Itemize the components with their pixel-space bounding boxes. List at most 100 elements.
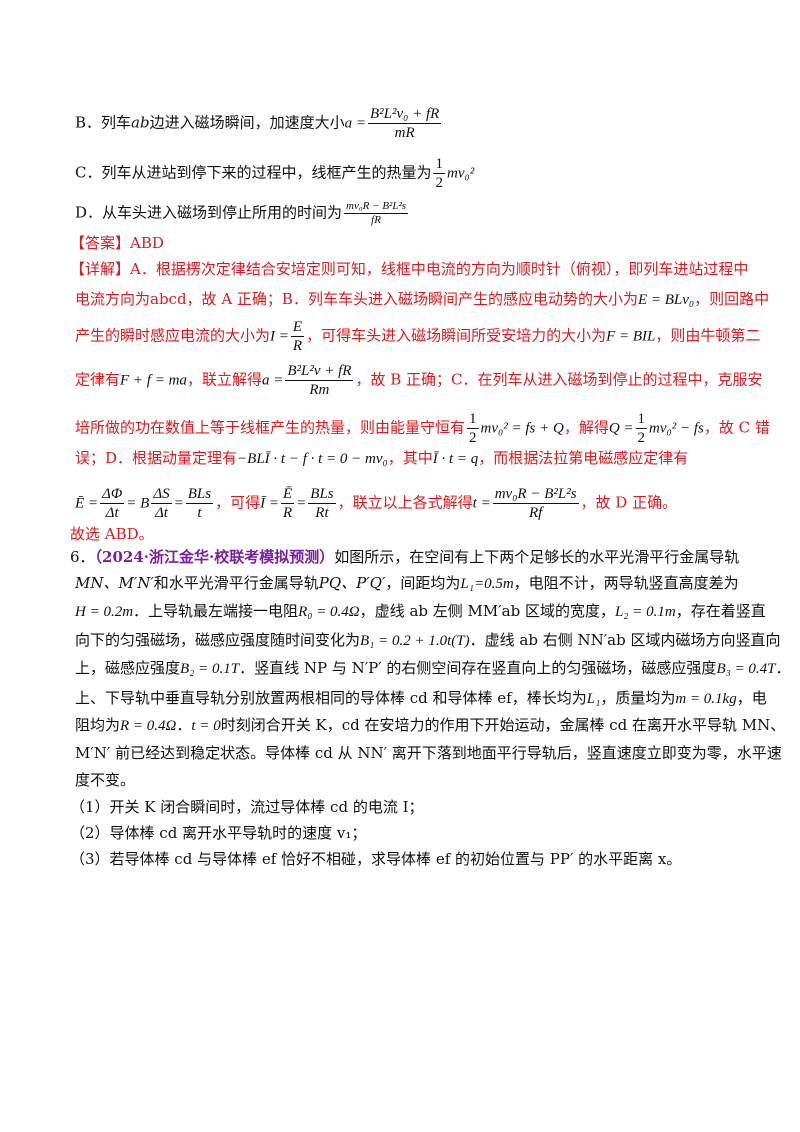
- problem6-question-1: （1）开关 K 闭合瞬间时，流过导体棒 cd 的电流 I；: [70, 796, 424, 818]
- option-b-label: B．列车: [75, 113, 132, 132]
- problem6-p2d: ，间距均为: [385, 574, 461, 592]
- detail-charge: Ī · t = q: [432, 451, 479, 467]
- detail-l4-den: Rm: [309, 382, 330, 398]
- option-b-text: 边进入磁场瞬间，加速度大小: [149, 113, 345, 132]
- problem6-t0: t = 0: [191, 718, 221, 734]
- detail-newton: F + f = ma: [120, 372, 187, 389]
- detail-eq2: =: [296, 495, 307, 512]
- detail-l2c: ，则回路中: [694, 290, 770, 308]
- detail-f5-den: Rt: [315, 505, 329, 521]
- problem6-R0: R₀ = 0.4Ω: [298, 604, 360, 620]
- option-b-ab: ab: [131, 113, 150, 132]
- problem6-line-7: 阻均为R = 0.4Ω．t = 0时刻闭合开关 K，cd 在安培力的作用下开始运…: [75, 714, 785, 737]
- option-d-den: fR: [371, 214, 381, 226]
- problem6-p7a: 阻均为: [75, 716, 121, 734]
- problem6-p2b: 和水平光滑平行金属导轨: [153, 574, 319, 592]
- problem6-p1: 如图所示，在空间有上下两个足够长的水平光滑平行金属导轨: [334, 548, 740, 566]
- detail-emf: E = BLv₀: [637, 292, 695, 308]
- option-b-a: a =: [344, 115, 366, 132]
- problem6-line-2: MN、M′N′和水平光滑平行金属导轨PQ、P′Q′，间距均为L₁=0.5m，电阻…: [75, 572, 739, 595]
- detail-l5f: ，故 C 错: [703, 418, 770, 437]
- problem6-p3d: ，虚线 ab 左侧 MM′ab 区域的宽度，: [359, 602, 615, 620]
- detail-l6a: 误；D．根据动量定理有: [75, 449, 238, 467]
- detail-l3a: 产生的瞬时感应电流的大小为: [75, 326, 271, 345]
- problem6-p5e: ．: [775, 659, 791, 677]
- problem6-B3: B₃ = 0.4T: [716, 661, 776, 677]
- problem6-line-6: 上、下导轨中垂直导轨分别放置两根相同的导体棒 cd 和导体棒 ef，棒长均为L₁…: [75, 687, 767, 710]
- problem6-number: 6．: [70, 548, 95, 566]
- problem6-m: m = 0.1kg: [675, 691, 737, 707]
- detail-l7d: ，可得: [215, 493, 261, 512]
- problem6-line-1: 6．（2024·浙江金华·校联考模拟预测）如图所示，在空间有上下两个足够长的水平…: [70, 546, 739, 568]
- detail-f3-num: BLs: [185, 486, 214, 504]
- detail-f6-den: Rf: [528, 505, 543, 521]
- option-d-label: D．从车头进入磁场到停止所用的时间为: [75, 203, 343, 222]
- problem6-p6c: ，质量均为: [600, 689, 676, 707]
- detail-F: F = BIL: [606, 328, 656, 345]
- detail-l4-num: B²L²v + fR: [285, 363, 354, 381]
- problem6-p2c: PQ、P′Q′: [318, 574, 386, 592]
- detail-l7i: ，故 D 正确。: [580, 493, 678, 512]
- detail-Ebar: Ē =: [75, 495, 99, 512]
- answer-line: 【答案】ABD: [70, 232, 164, 254]
- detail-f1-den: Δt: [105, 505, 119, 521]
- detail-l4a: 定律有: [75, 370, 121, 389]
- problem6-p8: M′N′ 前已经达到稳定状态。导体棒 cd 从 NN′ 离开下落到地面平行导轨后…: [75, 744, 782, 762]
- option-c-expr: mv₀²: [446, 165, 475, 182]
- detail-l5a: 培所做的功在数值上等于线框产生的热量，则由能量守恒有: [75, 418, 466, 437]
- problem6-line-8: M′N′ 前已经达到稳定状态。导体棒 cd 从 NN′ 离开下落到地面平行导轨后…: [75, 742, 782, 764]
- problem6-q3: （3）若导体棒 cd 与导体棒 ef 恰好不相碰，求导体棒 ef 的初始位置与 …: [70, 850, 682, 868]
- detail-l7g: ，联立以上各式解得: [337, 493, 473, 512]
- detail-line-6: 误；D．根据动量定理有−BLĪ · t − f · t = 0 − mv₀，其中…: [75, 447, 688, 470]
- answer-value: ABD: [130, 234, 164, 252]
- detail-line-2: 电流方向为abcd，故 A 正确；B．列车车头进入磁场瞬间产生的感应电动势的大小…: [75, 288, 769, 311]
- detail-l3-num: E: [290, 319, 305, 337]
- option-d-num: mv₀R − B²L²s: [344, 200, 409, 214]
- problem6-question-3: （3）若导体棒 cd 与导体棒 ef 恰好不相碰，求导体棒 ef 的初始位置与 …: [70, 848, 681, 870]
- problem6-p6a: 上、下导轨中垂直导轨分别放置两根相同的导体棒 cd 和导体棒 ef，棒长均为: [75, 689, 587, 707]
- problem6-p5c: ．竖直线 NP 与 N′P′ 的右侧空间存在竖直向上的匀强磁场，磁感应强度: [239, 659, 717, 677]
- problem6-q2: （2）导体棒 cd 离开水平导轨时的速度 v₁；: [70, 824, 367, 842]
- detail-f1-num: ΔΦ: [100, 486, 125, 504]
- option-b-num: B²L²v₀ + fR: [367, 106, 442, 124]
- detail-f6-num: mv₀R − B²L²s: [492, 486, 579, 504]
- detail-l3d: ，则由牛顿第二: [655, 326, 761, 345]
- problem6-R: R = 0.4Ω: [120, 718, 177, 734]
- problem6-p3f: ，存在着竖直: [675, 602, 766, 620]
- problem6-line-3: H = 0.2m．上导轨最左端接一电阻R₀ = 0.4Ω，虚线 ab 左侧 MM…: [75, 600, 766, 623]
- detail-f2-den: Δt: [154, 505, 168, 521]
- detail-f3-den: t: [197, 505, 202, 521]
- problem6-B1: B₁ = 0.2 + 1.0t(T): [360, 633, 470, 649]
- problem6-L2: L₂ = 0.1m: [614, 604, 676, 620]
- detail-line-8: 故选 ABD。: [70, 523, 154, 545]
- problem6-L1: L₁=0.5m: [460, 576, 514, 592]
- detail-l5c: ，解得: [563, 418, 609, 437]
- option-b-den: mR: [394, 125, 415, 141]
- detail-l4-a: a =: [261, 372, 284, 389]
- problem6-p9: 度不变。: [75, 771, 136, 789]
- problem6-p6e: ，电: [736, 689, 767, 707]
- detail-l6c: ，其中: [387, 449, 433, 467]
- option-c-label: C．列车从进站到停下来的过程中，线框产生的热量为: [75, 163, 432, 182]
- detail-l2a: 电流方向为abcd，故 A 正确；B．列车车头进入磁场瞬间产生的感应电动势的大小…: [75, 290, 638, 308]
- problem6-L1b: L₁: [586, 691, 601, 707]
- detail-Q-expr: mv₀² − fs: [649, 420, 704, 437]
- detail-l6e: ，而根据法拉第电磁感应定律有: [478, 449, 689, 467]
- detail-l4c: ，联立解得: [186, 370, 262, 389]
- answer-tag: 【答案】: [70, 234, 131, 252]
- detail-line-1: 【详解】A．根据楞次定律结合安培定则可知，线框中电流的方向为顺时针（俯视），即列…: [70, 258, 748, 280]
- detail-l1: A．根据楞次定律结合安培定则可知，线框中电流的方向为顺时针（俯视），即列车进站过…: [130, 260, 749, 278]
- problem6-line-9: 度不变。: [75, 769, 135, 791]
